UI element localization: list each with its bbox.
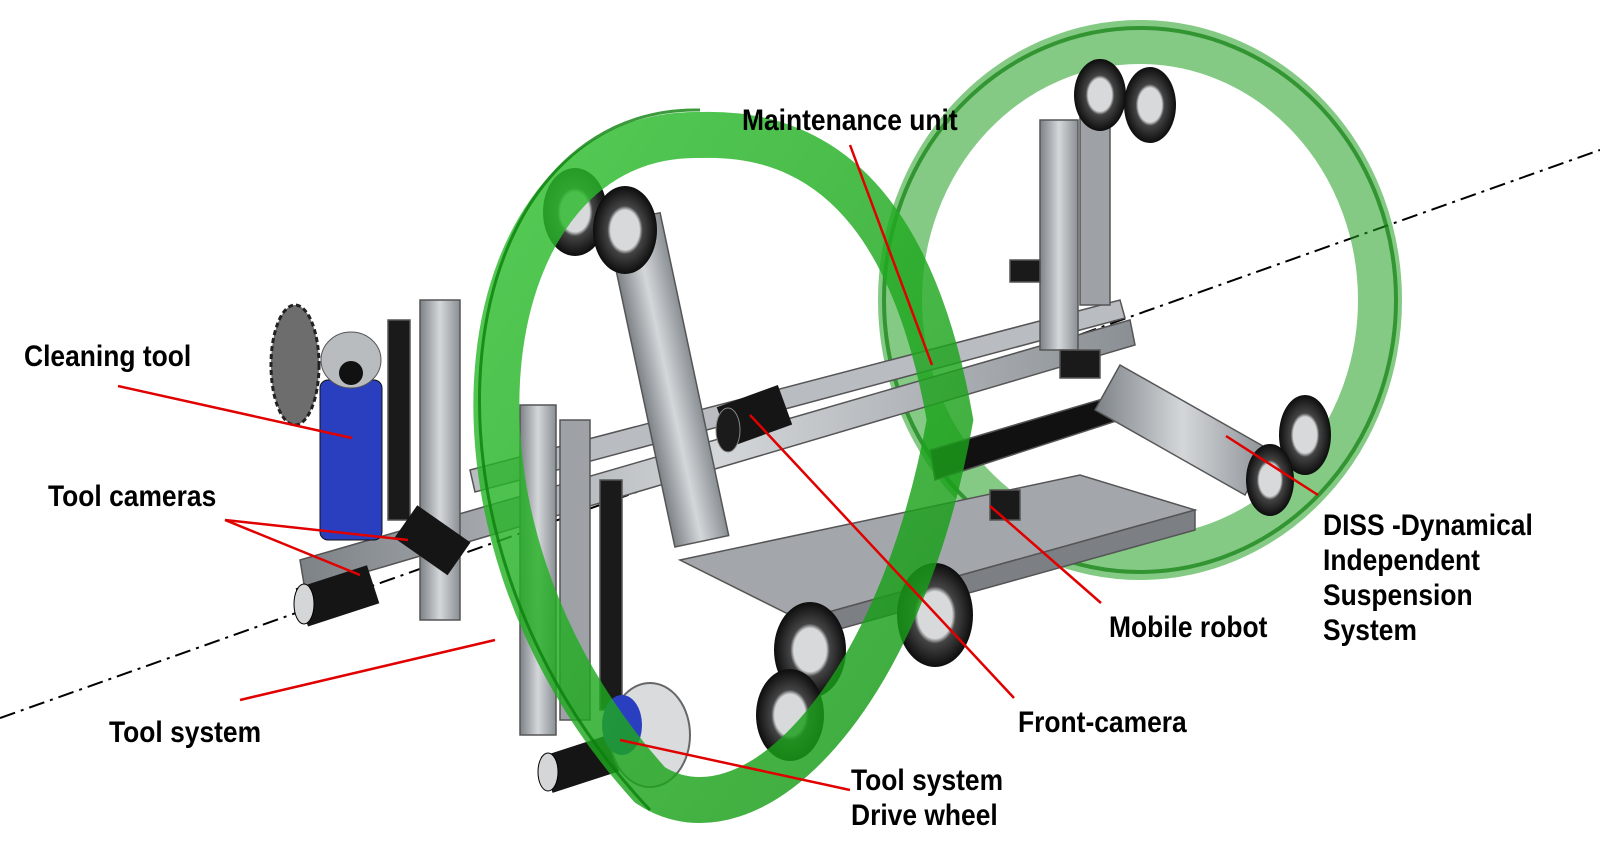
leader-tool-camera-1: [224, 518, 409, 542]
leader-maintenance-unit: [848, 144, 934, 366]
label-mobile-robot: Mobile robot: [1109, 611, 1268, 644]
label-tool-system-drive-wheel-line1: Tool system: [851, 764, 1004, 797]
wheel-icon: [1279, 395, 1331, 475]
label-front-camera: Front-camera: [1018, 706, 1187, 739]
leader-tool-system: [239, 638, 496, 702]
wheel-icon: [1074, 59, 1126, 131]
label-maintenance-unit: Maintenance unit: [742, 104, 958, 137]
wheel-icon: [1124, 67, 1176, 143]
label-diss-line4: System: [1323, 614, 1417, 647]
label-cleaning-tool: Cleaning tool: [24, 340, 192, 373]
label-tool-cameras: Tool cameras: [48, 480, 217, 513]
leader-diss: [1225, 434, 1319, 497]
leader-front-camera: [749, 414, 1015, 699]
label-tool-system-drive-wheel-line2: Drive wheel: [851, 799, 998, 832]
label-tool-system: Tool system: [109, 716, 262, 749]
label-diss-line1: DISS -Dynamical: [1323, 509, 1533, 542]
front-camera-body: [715, 384, 793, 453]
camera-icon: [293, 565, 380, 627]
label-diss-line2: Independent: [1323, 544, 1480, 577]
leader-lines: [117, 144, 1319, 792]
leader-mobile-robot: [989, 505, 1102, 604]
leader-tool-system-drive-wheel: [619, 738, 851, 792]
leader-cleaning-tool: [117, 384, 353, 440]
front-ring: [473, 108, 974, 823]
cleaning-tool: [269, 303, 383, 541]
wheel-icon: [1246, 444, 1294, 516]
label-diss-line3: Suspension: [1323, 579, 1473, 612]
wheel-icon: [593, 186, 657, 274]
circular-saw-icon: [269, 303, 321, 427]
camera-icon: [394, 505, 471, 576]
leader-tool-camera-2: [224, 518, 361, 577]
